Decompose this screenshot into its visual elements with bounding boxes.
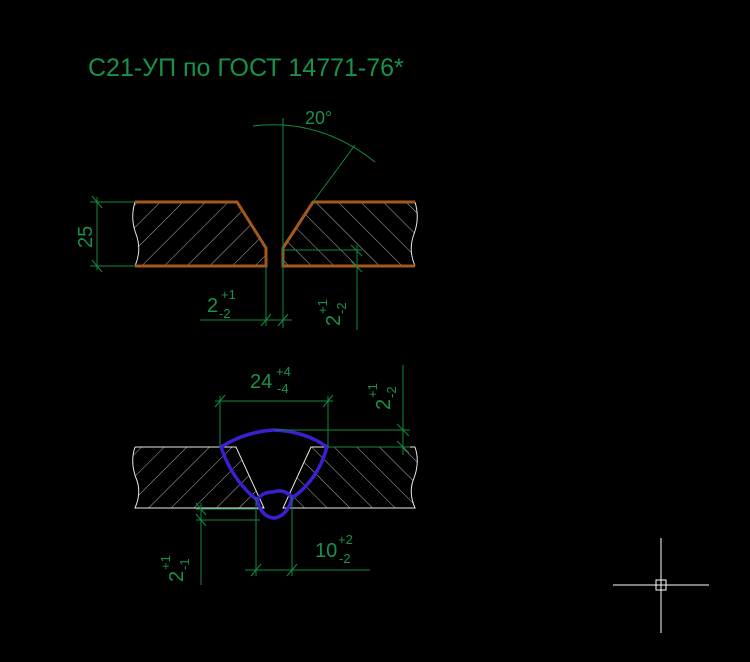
gap-label: 2 +1 -2 (207, 287, 236, 321)
svg-text:+1: +1 (365, 383, 380, 398)
reinforcement-label: 2 +1 -2 (365, 383, 399, 410)
svg-text:10: 10 (315, 540, 337, 562)
svg-text:+4: +4 (276, 364, 291, 379)
weld-width-label: 24 +4 -4 (250, 364, 291, 396)
root-face-label: 2 +1 -2 (315, 299, 349, 326)
drawing-title: С21-УП по ГОСТ 14771-76* (88, 54, 404, 82)
weld-view: 24 +4 -4 2 +1 -2 2 +1 -1 10 +2 (132, 364, 418, 585)
svg-text:-1: -1 (177, 558, 192, 570)
svg-text:2: 2 (166, 571, 188, 582)
angle-extension-line (312, 144, 356, 203)
left-plate-edge (135, 200, 268, 268)
svg-text:2: 2 (207, 295, 218, 317)
crosshair-icon (613, 538, 709, 633)
root-width-label: 10 +2 -2 (315, 532, 353, 566)
svg-text:-2: -2 (339, 551, 351, 566)
svg-text:+1: +1 (158, 555, 173, 570)
thickness-label: 25 (75, 226, 97, 248)
groove-preparation-view: 20° 25 2 +1 -2 2 +1 -2 (75, 108, 418, 330)
svg-text:+1: +1 (315, 299, 330, 314)
svg-text:24: 24 (250, 371, 272, 393)
left-plate-hatch (132, 202, 266, 266)
svg-text:2: 2 (323, 315, 345, 326)
angle-label: 20° (305, 108, 332, 128)
svg-text:-2: -2 (219, 306, 231, 321)
break-lines (132, 201, 418, 267)
root-reinforcement-label: 2 +1 -1 (158, 555, 192, 582)
svg-text:-2: -2 (334, 302, 349, 314)
angle-arc (252, 124, 376, 163)
svg-text:-2: -2 (384, 386, 399, 398)
plate-outline (132, 446, 418, 509)
svg-text:+1: +1 (221, 287, 236, 302)
left-plate-hatch (132, 447, 264, 508)
right-plate-hatch (283, 447, 418, 508)
svg-text:2: 2 (373, 399, 395, 410)
right-plate-hatch (283, 202, 418, 266)
svg-text:-4: -4 (277, 381, 289, 396)
svg-text:+2: +2 (338, 532, 353, 547)
